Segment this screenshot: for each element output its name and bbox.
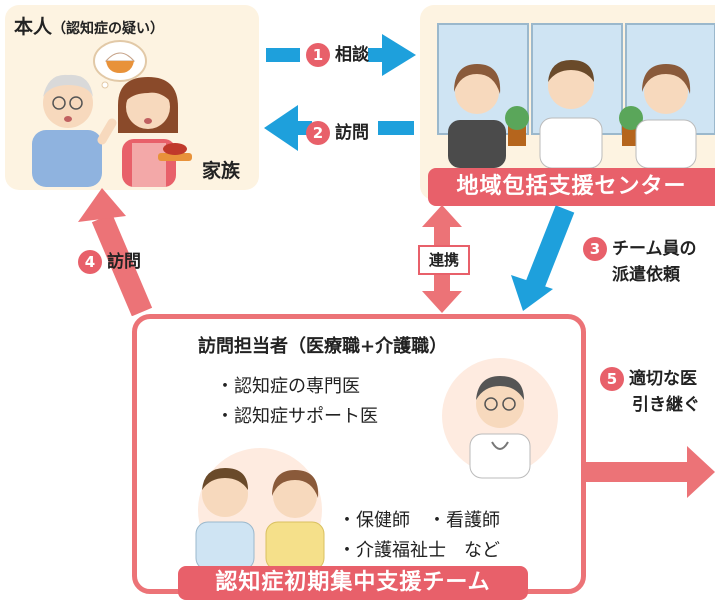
staff-line-2: ・介護福祉士 など xyxy=(338,540,500,561)
flow-visit-team-label: 訪問 xyxy=(107,252,141,272)
family-woman-figure xyxy=(118,77,192,187)
elderly-man-figure xyxy=(32,74,117,187)
dispatch-arrow xyxy=(511,205,575,311)
flow-handover-line1: 適切な医 xyxy=(629,369,697,389)
doctor-item-support: ・認知症サポート医 xyxy=(216,406,378,427)
consult-visit-arrows xyxy=(264,34,416,151)
doctor-item-specialist: ・認知症の専門医 xyxy=(216,376,360,397)
step-1-badge: 1 xyxy=(306,43,330,67)
step-4-badge: 4 xyxy=(78,250,102,274)
staff-man xyxy=(539,60,603,168)
visit-arrow-4 xyxy=(78,188,153,316)
doctor-illustration xyxy=(442,358,558,479)
person-title: 本人（認知症の疑い） xyxy=(14,12,164,39)
team-header: 訪問担当者（医療職+介護職） xyxy=(198,336,448,357)
care-staff-man xyxy=(195,468,255,570)
flow-dispatch-line1: チーム員の xyxy=(612,239,697,259)
flow-dispatch-line2: 派遣依頼 xyxy=(612,265,680,285)
step-2-badge: 2 xyxy=(306,121,330,145)
flow-handover-line2: 引き継ぐ xyxy=(632,395,700,415)
coop-label: 連携 xyxy=(418,245,470,275)
care-staff-woman xyxy=(265,470,325,570)
staff-line-1: ・保健師 ・看護師 xyxy=(338,510,500,531)
person-title-sub: （認知症の疑い） xyxy=(52,21,165,37)
step-3-badge: 3 xyxy=(583,237,607,261)
center-illustration xyxy=(437,23,715,168)
staff-woman-2 xyxy=(635,64,697,168)
doctor-list: ・認知症の専門医 ・認知症サポート医 xyxy=(216,372,378,432)
family-label: 家族 xyxy=(202,160,241,182)
step-5-badge: 5 xyxy=(600,367,624,391)
person-title-main: 本人 xyxy=(14,16,53,38)
flow-visit-label: 訪問 xyxy=(335,123,369,143)
staff-list: ・保健師 ・看護師 ・介護福祉士 など xyxy=(338,506,500,566)
handover-arrow xyxy=(582,446,715,498)
team-banner: 認知症初期集中支援チーム xyxy=(178,566,528,600)
flow-consult-label: 相談 xyxy=(335,45,369,65)
person-family-illustration xyxy=(32,40,192,187)
rice-bowl-thought-icon xyxy=(93,40,147,89)
staff-woman-1 xyxy=(448,64,506,168)
center-banner: 地域包括支援センター xyxy=(428,168,715,206)
arrow-right-consult xyxy=(266,34,416,76)
care-staff-illustration xyxy=(195,448,325,570)
